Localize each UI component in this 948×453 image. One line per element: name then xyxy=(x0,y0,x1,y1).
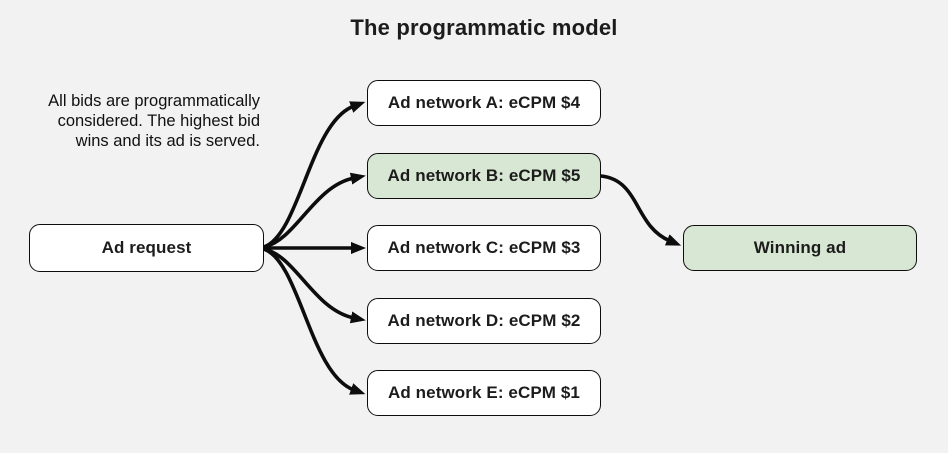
arrow-request-to-network-b xyxy=(262,172,366,249)
node-label: Ad network B: eCPM $5 xyxy=(387,166,581,185)
annotation-line: considered. The highest bid xyxy=(57,112,260,130)
arrow-request-to-network-e xyxy=(262,247,366,395)
annotation-text: All bids are programmatically considered… xyxy=(10,91,260,151)
node-ad-network-b: Ad network B: eCPM $5 xyxy=(367,153,601,199)
node-label: Winning ad xyxy=(753,238,847,257)
annotation-line: All bids are programmatically xyxy=(48,92,260,110)
arrow-request-to-network-a xyxy=(262,101,366,249)
node-ad-request: Ad request xyxy=(29,224,264,272)
arrow-network-b-to-winning-ad xyxy=(599,174,682,246)
annotation-line: wins and its ad is served. xyxy=(75,132,260,150)
node-label: Ad network E: eCPM $1 xyxy=(388,383,580,402)
node-ad-network-e: Ad network E: eCPM $1 xyxy=(367,370,601,416)
node-label: Ad network C: eCPM $3 xyxy=(387,238,581,257)
node-label: Ad network A: eCPM $4 xyxy=(387,93,581,112)
node-label: Ad request xyxy=(101,238,192,257)
node-ad-network-d: Ad network D: eCPM $2 xyxy=(367,298,601,344)
node-label: Ad network D: eCPM $2 xyxy=(387,311,581,330)
node-winning-ad: Winning ad xyxy=(683,225,917,271)
node-ad-network-a: Ad network A: eCPM $4 xyxy=(367,80,601,126)
arrow-request-to-network-d xyxy=(262,247,366,324)
page-title: The programmatic model xyxy=(350,15,618,40)
node-ad-network-c: Ad network C: eCPM $3 xyxy=(367,225,601,271)
